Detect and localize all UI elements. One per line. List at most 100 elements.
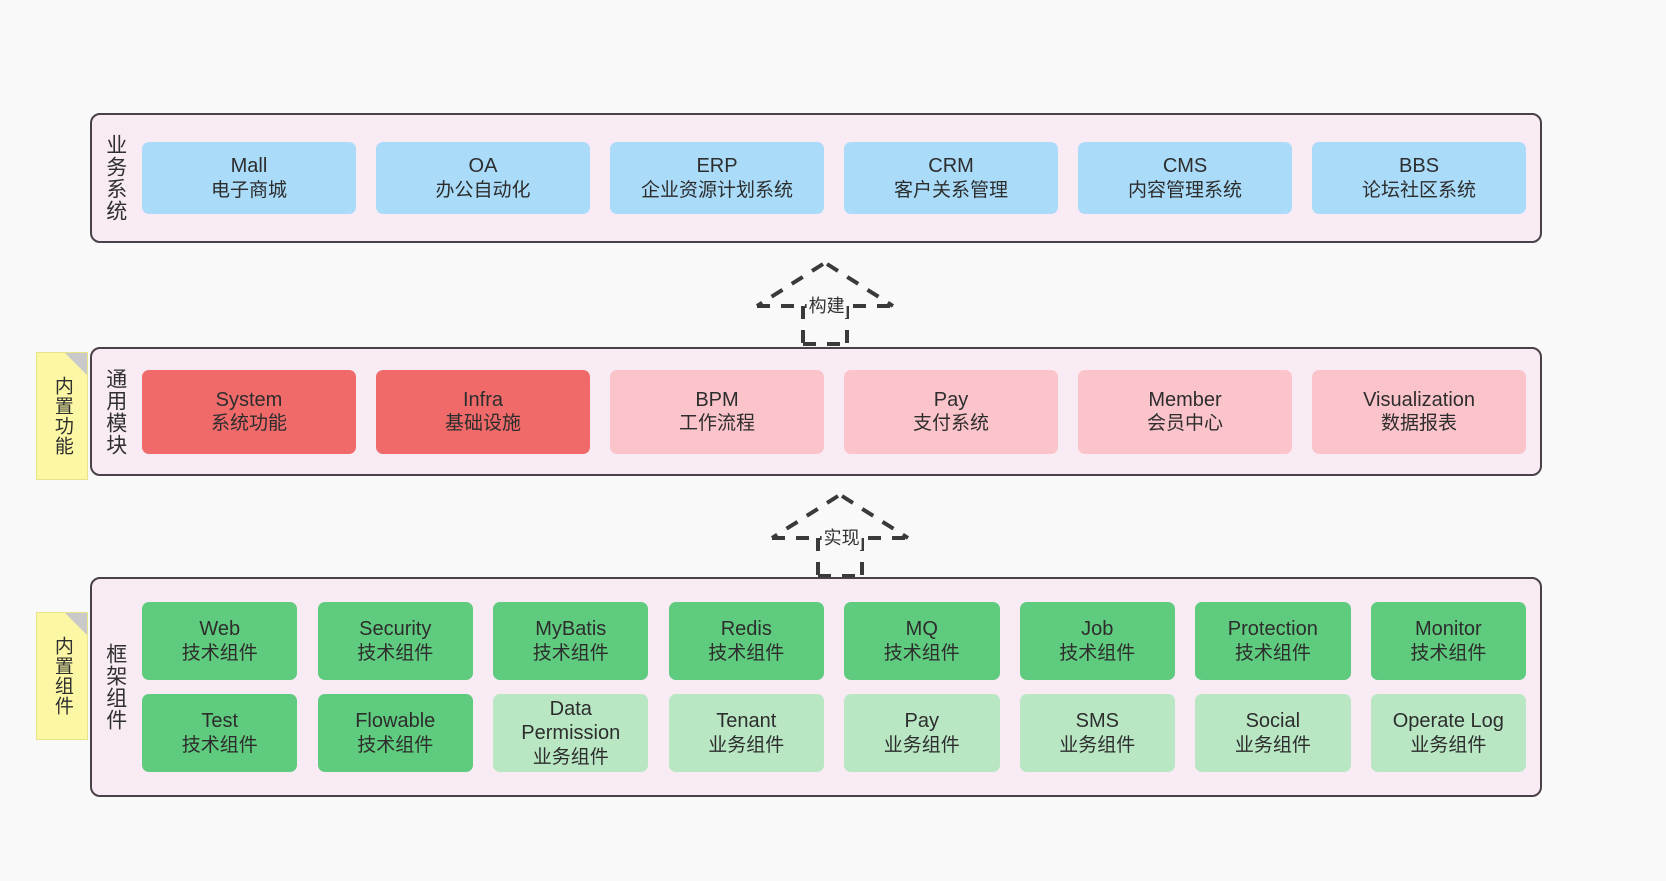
layer-common-module: 通用模块 System 系统功能 Infra 基础设施 BPM 工作流程 Pay… bbox=[90, 347, 1542, 476]
cell-system[interactable]: System 系统功能 bbox=[142, 369, 356, 454]
note-fold-corner-icon bbox=[65, 353, 87, 375]
cell-title: Flowable bbox=[355, 710, 436, 733]
cell-subtitle: 论坛社区系统 bbox=[1362, 179, 1477, 201]
note-label: 内置组件 bbox=[51, 636, 73, 716]
cell-security[interactable]: Security 技术组件 bbox=[317, 602, 473, 680]
cell-redis[interactable]: Redis 技术组件 bbox=[668, 602, 824, 680]
cell-data-permission[interactable]: Data Permission 业务组件 bbox=[493, 694, 649, 772]
cell-title: Operate Log bbox=[1392, 710, 1504, 733]
cell-title: Mall bbox=[230, 155, 268, 178]
cell-subtitle: 会员中心 bbox=[1147, 413, 1224, 435]
cell-subtitle: 业务组件 bbox=[1410, 734, 1487, 756]
cell-row: System 系统功能 Infra 基础设施 BPM 工作流程 Pay 支付系统… bbox=[142, 369, 1527, 454]
cell-title: MyBatis bbox=[535, 618, 607, 641]
connector-build: 构建 bbox=[745, 258, 905, 346]
cell-title: BBS bbox=[1399, 155, 1440, 178]
cell-operate-log[interactable]: Operate Log 业务组件 bbox=[1370, 694, 1527, 772]
cell-subtitle: 技术组件 bbox=[708, 642, 785, 664]
generalization-arrow-icon bbox=[755, 262, 895, 346]
cell-mall[interactable]: Mall 电子商城 bbox=[142, 142, 356, 214]
cell-subtitle: 业务组件 bbox=[532, 746, 609, 768]
note-fold-corner-icon bbox=[65, 613, 87, 635]
cell-title: Tenant bbox=[716, 710, 777, 733]
cell-cms[interactable]: CMS 内容管理系统 bbox=[1078, 142, 1293, 214]
cell-title: Security bbox=[359, 618, 432, 641]
cell-subtitle: 技术组件 bbox=[883, 642, 960, 664]
cell-subtitle: 办公自动化 bbox=[435, 179, 531, 201]
cell-title: CMS bbox=[1162, 155, 1208, 178]
cell-title: Data Permission bbox=[521, 698, 621, 745]
cell-title: Monitor bbox=[1414, 618, 1482, 641]
cell-infra[interactable]: Infra 基础设施 bbox=[376, 369, 590, 454]
cell-title: Job bbox=[1081, 618, 1114, 641]
cell-subtitle: 技术组件 bbox=[357, 734, 434, 756]
cell-subtitle: 业务组件 bbox=[1059, 734, 1136, 756]
connector-build-label: 构建 bbox=[806, 292, 847, 318]
cell-title: Test bbox=[201, 710, 239, 733]
cell-mq[interactable]: MQ 技术组件 bbox=[844, 602, 1000, 680]
connector-implement-label: 实现 bbox=[821, 524, 862, 550]
cell-subtitle: 技术组件 bbox=[532, 642, 609, 664]
note-builtin-function: 内置功能 bbox=[36, 352, 88, 480]
cell-subtitle: 业务组件 bbox=[1234, 734, 1311, 756]
cell-row: Web 技术组件 Security 技术组件 MyBatis 技术组件 Redi… bbox=[142, 602, 1527, 680]
cell-title: SMS bbox=[1075, 710, 1119, 733]
cell-subtitle: 系统功能 bbox=[210, 413, 287, 435]
cell-subtitle: 电子商城 bbox=[210, 179, 287, 201]
generalization-arrow-icon bbox=[770, 494, 910, 578]
cell-subtitle: 数据报表 bbox=[1381, 413, 1458, 435]
cell-protection[interactable]: Protection 技术组件 bbox=[1195, 602, 1351, 680]
cell-member[interactable]: Member 会员中心 bbox=[1078, 369, 1293, 454]
cell-flowable[interactable]: Flowable 技术组件 bbox=[317, 694, 473, 772]
cell-tenant[interactable]: Tenant 业务组件 bbox=[668, 694, 824, 772]
cell-title: Infra bbox=[462, 388, 503, 411]
cell-subtitle: 业务组件 bbox=[883, 734, 960, 756]
cell-subtitle: 企业资源计划系统 bbox=[641, 179, 794, 201]
cell-subtitle: 内容管理系统 bbox=[1128, 179, 1243, 201]
cell-subtitle: 技术组件 bbox=[1234, 642, 1311, 664]
layer-common-module-body: System 系统功能 Infra 基础设施 BPM 工作流程 Pay 支付系统… bbox=[138, 349, 1540, 474]
cell-subtitle: 业务组件 bbox=[708, 734, 785, 756]
cell-title: Redis bbox=[720, 618, 772, 641]
cell-title: Pay bbox=[933, 388, 969, 411]
cell-subtitle: 支付系统 bbox=[913, 413, 990, 435]
cell-bpm[interactable]: BPM 工作流程 bbox=[610, 369, 824, 454]
cell-subtitle: 技术组件 bbox=[181, 734, 258, 756]
layer-framework-component: 框架组件 Web 技术组件 Security 技术组件 MyBatis 技术组件… bbox=[90, 577, 1542, 797]
cell-erp[interactable]: ERP 企业资源计划系统 bbox=[610, 142, 824, 214]
cell-sms[interactable]: SMS 业务组件 bbox=[1019, 694, 1176, 772]
cell-mybatis[interactable]: MyBatis 技术组件 bbox=[493, 602, 649, 680]
cell-title: Member bbox=[1148, 388, 1222, 411]
cell-visualization[interactable]: Visualization 数据报表 bbox=[1312, 369, 1527, 454]
cell-pay-component[interactable]: Pay 业务组件 bbox=[844, 694, 1000, 772]
cell-title: Social bbox=[1245, 710, 1301, 733]
layer-common-module-title: 通用模块 bbox=[103, 367, 127, 456]
cell-crm[interactable]: CRM 客户关系管理 bbox=[844, 142, 1058, 214]
cell-subtitle: 技术组件 bbox=[1059, 642, 1136, 664]
cell-job[interactable]: Job 技术组件 bbox=[1019, 602, 1176, 680]
cell-subtitle: 工作流程 bbox=[679, 413, 756, 435]
cell-title: MQ bbox=[905, 618, 938, 641]
note-label: 内置功能 bbox=[51, 376, 73, 456]
cell-subtitle: 技术组件 bbox=[181, 642, 258, 664]
cell-oa[interactable]: OA 办公自动化 bbox=[376, 142, 590, 214]
cell-bbs[interactable]: BBS 论坛社区系统 bbox=[1312, 142, 1527, 214]
cell-title: Protection bbox=[1227, 618, 1318, 641]
cell-social[interactable]: Social 业务组件 bbox=[1195, 694, 1351, 772]
cell-title: Visualization bbox=[1363, 388, 1476, 411]
layer-business-system: 业务系统 Mall 电子商城 OA 办公自动化 ERP 企业资源计划系统 CRM… bbox=[90, 113, 1542, 243]
cell-pay[interactable]: Pay 支付系统 bbox=[844, 369, 1058, 454]
cell-web[interactable]: Web 技术组件 bbox=[142, 602, 298, 680]
cell-title: Web bbox=[199, 618, 241, 641]
layer-business-system-title: 业务系统 bbox=[103, 134, 127, 222]
layer-framework-component-body: Web 技术组件 Security 技术组件 MyBatis 技术组件 Redi… bbox=[138, 579, 1540, 795]
cell-title: OA bbox=[468, 155, 498, 178]
layer-framework-component-title: 框架组件 bbox=[103, 643, 127, 731]
cell-row: Mall 电子商城 OA 办公自动化 ERP 企业资源计划系统 CRM 客户关系… bbox=[142, 142, 1527, 214]
cell-title: CRM bbox=[928, 155, 974, 178]
note-builtin-component: 内置组件 bbox=[36, 612, 88, 740]
cell-monitor[interactable]: Monitor 技术组件 bbox=[1370, 602, 1527, 680]
cell-title: BPM bbox=[695, 388, 739, 411]
cell-test[interactable]: Test 技术组件 bbox=[142, 694, 298, 772]
